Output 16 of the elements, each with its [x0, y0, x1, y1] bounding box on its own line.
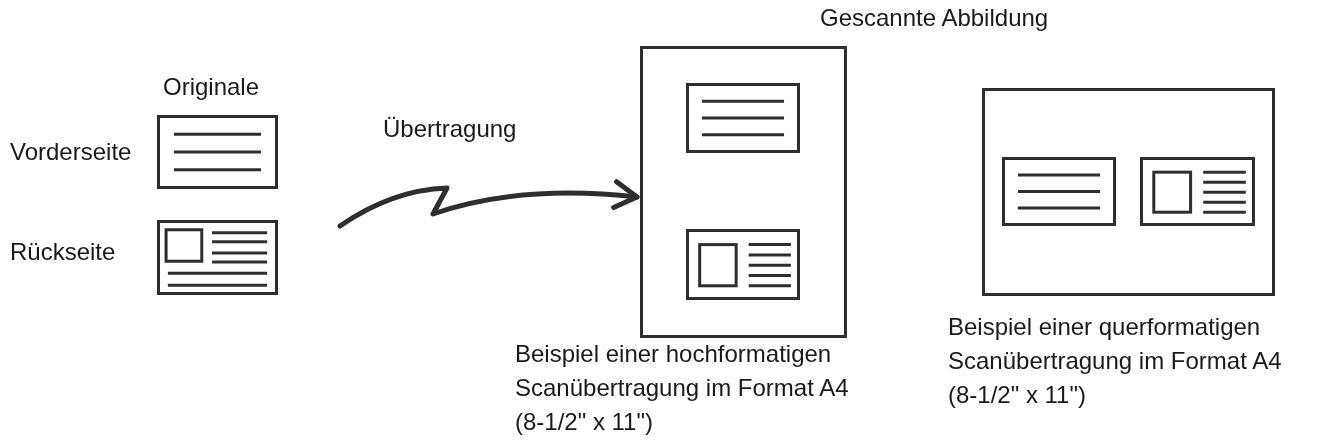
card-drawing [1140, 157, 1255, 226]
card-drawing [1002, 157, 1116, 226]
arrow [337, 179, 640, 229]
heading: Gescannte Abbildung [820, 4, 1049, 32]
card-drawing [686, 229, 800, 300]
side-label: Vorderseite [10, 138, 132, 166]
card-drawing [157, 115, 278, 189]
heading: Originale [163, 73, 260, 101]
card-drawing [686, 83, 800, 153]
page-frame [982, 88, 1275, 296]
side-label: Rückseite [10, 238, 116, 266]
description-label: Beispiel einer querformatigen Scanübertragung im Format A4 (8-1/2" x 11") [948, 312, 1283, 410]
page-frame [640, 46, 847, 338]
card-drawing [157, 220, 278, 295]
edge-label: Übertragung [383, 115, 517, 143]
description-label: Beispiel einer hochformatigen Scanübertragung im Format A4 (8-1/2" x 11") [515, 339, 850, 437]
